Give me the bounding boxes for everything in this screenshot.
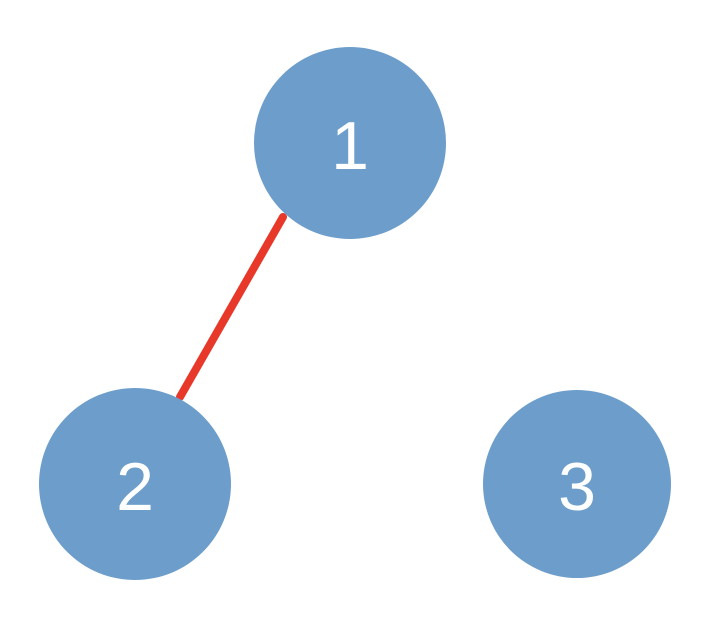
- graph-node-1[interactable]: [254, 47, 446, 239]
- graph-edge-1-2[interactable]: [176, 213, 287, 401]
- graph-node-3[interactable]: [483, 390, 671, 578]
- graph-node-2[interactable]: [39, 388, 231, 580]
